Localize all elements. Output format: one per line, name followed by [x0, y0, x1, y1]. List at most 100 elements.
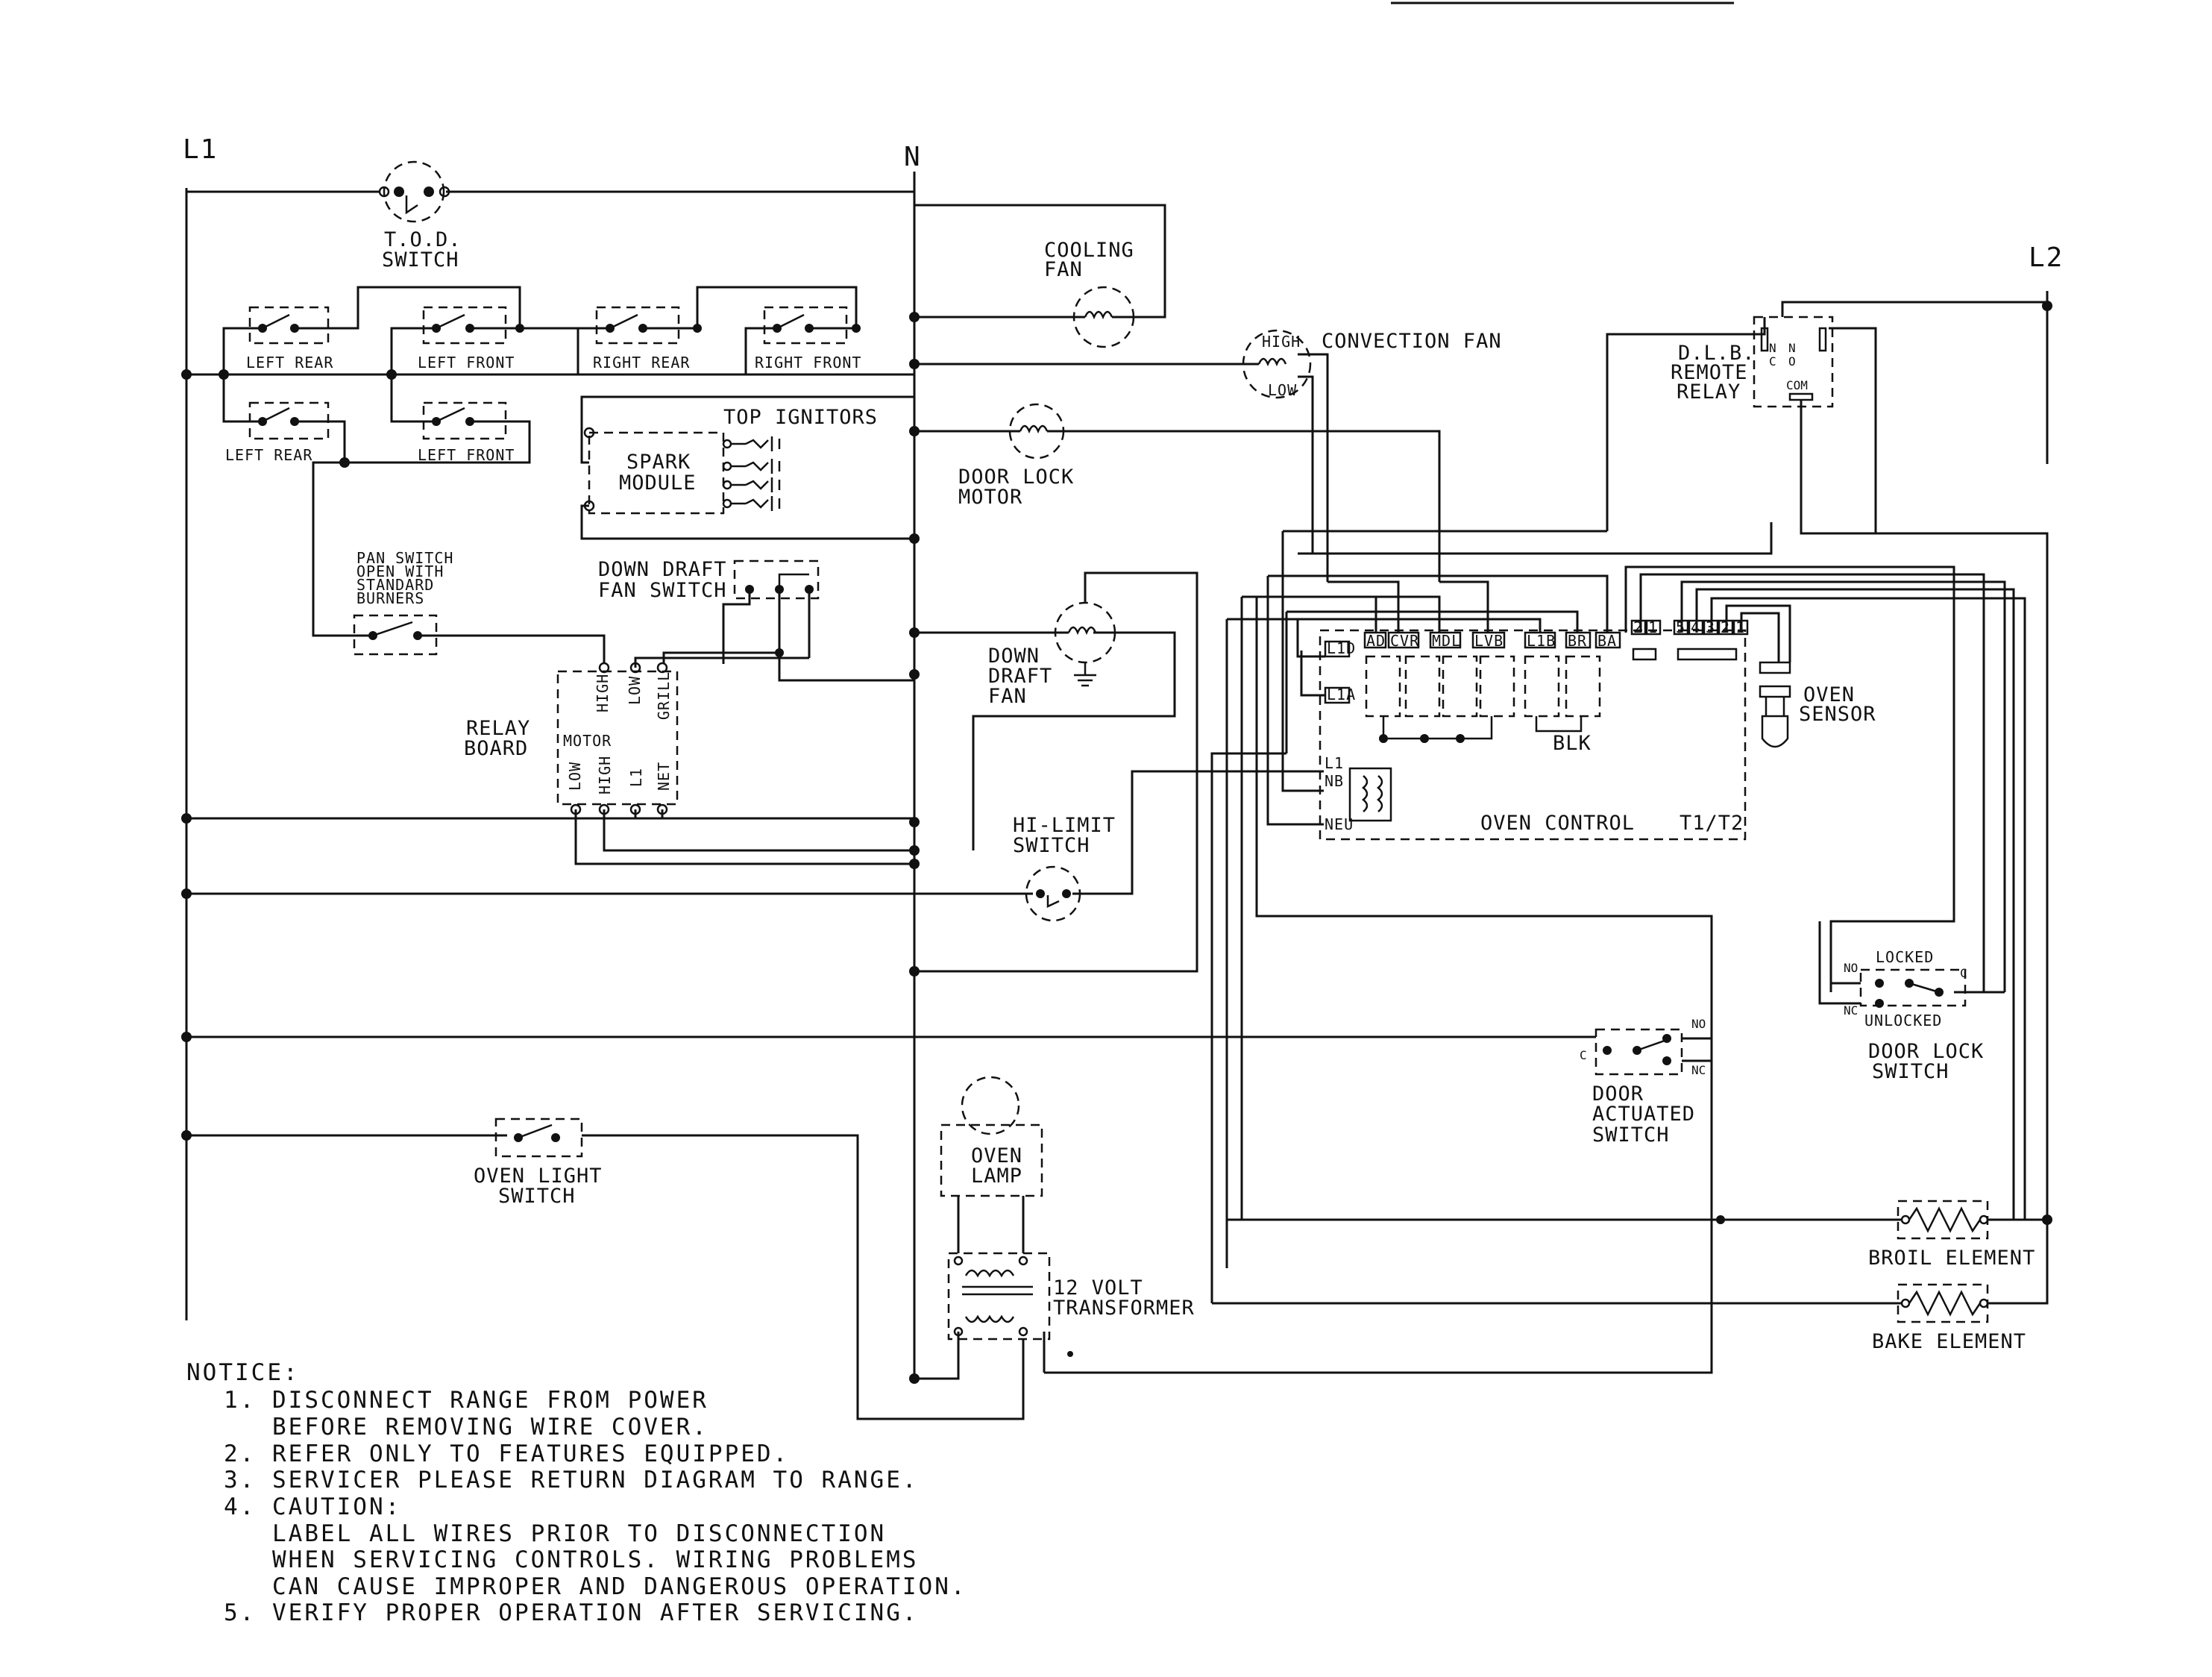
relay-term-l1: L1 — [627, 768, 645, 787]
down-draft-fan-label-2: DRAFT — [988, 665, 1052, 688]
relay-term-grill: GRILL — [655, 671, 673, 720]
spark-module: SPARK MODULE TOP IGNITORS — [580, 395, 914, 540]
door-lock-switch: LOCKED NO NC C UNLOCKED DOOR LOCK SWITCH — [1818, 921, 2005, 1083]
oven-sensor: OVEN SENSOR — [1759, 661, 1876, 748]
term-ad: AD — [1366, 632, 1386, 650]
dl-no-label: NO — [1844, 961, 1858, 975]
relay-board-label-1: RELAY — [466, 717, 530, 740]
pan-switch-label-3: STANDARD — [356, 576, 434, 594]
door-lock-switch-label-2: SWITCH — [1872, 1060, 1949, 1083]
term-l1d: L1D — [1327, 639, 1356, 657]
spark-module-label-1: SPARK — [626, 451, 691, 474]
notice-line-6: LABEL ALL WIRES PRIOR TO DISCONNECTION — [224, 1520, 886, 1547]
tod-switch: T.O.D. SWITCH — [186, 160, 914, 272]
term-l1: L1 — [1325, 754, 1344, 772]
das-label-1: DOOR — [1592, 1082, 1644, 1106]
relay-term-net: NET — [655, 762, 673, 791]
down-draft-fan-label-1: DOWN — [988, 645, 1040, 668]
das-no-label: NO — [1691, 1017, 1706, 1031]
broil-element: BROIL ELEMENT — [1227, 1200, 2052, 1270]
neutral-label: N — [904, 142, 922, 172]
dl-c-label: C — [1960, 966, 1967, 980]
cooling-fan: COOLING FAN — [914, 204, 1166, 348]
relay-term-high: HIGH — [594, 674, 612, 712]
cooling-fan-label-2: FAN — [1044, 258, 1083, 281]
dl-locked-label: LOCKED — [1876, 948, 1934, 966]
term-br: BR — [1568, 632, 1587, 650]
oven-light-switch-label-2: SWITCH — [498, 1185, 576, 1208]
notice-line-1: 1. DISCONNECT RANGE FROM POWER — [224, 1387, 708, 1414]
term-mdl: MDL — [1432, 632, 1461, 650]
oven-control-top-terminals: AD CVR MDL LVB L1B BR BA — [1363, 631, 1621, 650]
oven-sensor-label-1: OVEN — [1803, 683, 1855, 706]
pan-switch-label-1: PAN SWITCH — [356, 549, 453, 567]
door-actuated-switch: NO NC C DOOR ACTUATED SWITCH — [186, 916, 1713, 1374]
das-nc-label: NC — [1691, 1063, 1706, 1077]
transformer-label-1: 12 VOLT — [1053, 1276, 1143, 1300]
t1t2-label: T1/T2 — [1680, 812, 1744, 835]
pan-switch-label-4: BURNERS — [356, 589, 424, 607]
oven-lamp: OVEN LAMP — [940, 1076, 1043, 1253]
oven-sensor-label-2: SENSOR — [1799, 703, 1876, 726]
bake-element-label: BAKE ELEMENT — [1872, 1330, 2026, 1353]
switch-left-rear-2-label: LEFT REAR — [225, 446, 312, 464]
oven-control-relays — [1365, 655, 1601, 743]
down-draft-switch-label-1: DOWN DRAFT — [598, 558, 727, 581]
door-lock-switch-label-1: DOOR LOCK — [1868, 1040, 1984, 1063]
dlb-remote-relay: D.L.B. REMOTE RELAY N C N O COM — [1606, 301, 2047, 535]
switch-right-rear-label: RIGHT REAR — [593, 354, 690, 372]
pan-switch: PAN SWITCH OPEN WITH STANDARD BURNERS — [312, 461, 606, 664]
tod-switch-label-1: T.O.D. — [384, 228, 462, 251]
hi-limit-label-1: HI-LIMIT — [1013, 814, 1116, 837]
oven-control-label: OVEN CONTROL — [1480, 812, 1635, 835]
svg-text:O: O — [1788, 354, 1796, 369]
conv-fan-low-label: LOW — [1268, 381, 1297, 399]
hi-limit-label-2: SWITCH — [1013, 834, 1090, 857]
das-c-label: C — [1580, 1048, 1587, 1062]
transformer: 12 VOLT TRANSFORMER — [914, 1252, 1194, 1380]
dlb-label-1: D.L.B. — [1678, 342, 1756, 365]
oven-light-switch: OVEN LIGHT SWITCH — [186, 1118, 1025, 1420]
notice-block: NOTICE: 1. DISCONNECT RANGE FROM POWER B… — [186, 1359, 965, 1626]
term-neu: NEU — [1325, 815, 1354, 833]
notice-line-9: 5. VERIFY PROPER OPERATION AFTER SERVICI… — [224, 1599, 919, 1626]
relay-term-high-motor: HIGH — [596, 756, 614, 794]
l2-bus: L2 — [2029, 242, 2064, 464]
down-draft-fan-switch: DOWN DRAFT FAN SWITCH — [598, 558, 914, 682]
oven-lamp-label-1: OVEN — [971, 1144, 1022, 1167]
switch-left-rear-label: LEFT REAR — [246, 354, 333, 372]
switch-left-front-label: LEFT FRONT — [418, 354, 515, 372]
l2-label: L2 — [2029, 242, 2064, 273]
convection-fan-label: CONVECTION FAN — [1322, 330, 1502, 353]
term-l1b: L1B — [1527, 632, 1556, 650]
bake-element: BAKE ELEMENT — [1210, 752, 2049, 1353]
notice-line-2: BEFORE REMOVING WIRE COVER. — [224, 1414, 708, 1441]
door-lock-motor-label-1: DOOR LOCK — [958, 466, 1074, 489]
term-ba: BA — [1597, 632, 1617, 650]
spark-module-label-2: MODULE — [619, 471, 697, 495]
top-ignitors-label: TOP IGNITORS — [723, 406, 878, 429]
cooling-fan-label-1: COOLING — [1044, 239, 1134, 262]
das-label-3: SWITCH — [1592, 1123, 1670, 1147]
dlb-com-label: COM — [1786, 378, 1808, 392]
down-draft-switch-label-2: FAN SWITCH — [598, 579, 727, 602]
dl-nc-label: NC — [1844, 1003, 1858, 1018]
term-lvb: LVB — [1474, 632, 1504, 650]
term-cvr: CVR — [1390, 632, 1419, 650]
conv-fan-high-label: HIGH — [1262, 333, 1301, 351]
pan-switch-label-2: OPEN WITH — [356, 562, 444, 580]
relay-term-low: LOW — [626, 676, 644, 705]
door-lock-motor: DOOR LOCK MOTOR — [914, 403, 1441, 582]
l1-bus: L1 — [181, 134, 216, 1320]
relay-board: RELAY BOARD HIGH LOW GRILL MOTOR LOW HIG… — [186, 656, 914, 865]
switch-right-front-label: RIGHT FRONT — [755, 354, 861, 372]
neutral-bus: N — [904, 142, 922, 1384]
dlb-nc-label: N — [1769, 341, 1776, 355]
dlb-label-2: REMOTE — [1671, 361, 1748, 384]
svg-text:1: 1 — [1648, 618, 1658, 636]
oven-light-switch-label-1: OVEN LIGHT — [474, 1165, 603, 1188]
oven-control: OVEN CONTROL T1/T2 BLK AD CVR MDL LVB L1… — [1225, 522, 2049, 1268]
switch-left-front-2-label: LEFT FRONT — [418, 446, 515, 464]
surface-switches: LEFT REAR LEFT FRONT RIGHT REAR RIGHT FR… — [186, 286, 914, 468]
relay-motor-label: MOTOR — [563, 732, 612, 750]
